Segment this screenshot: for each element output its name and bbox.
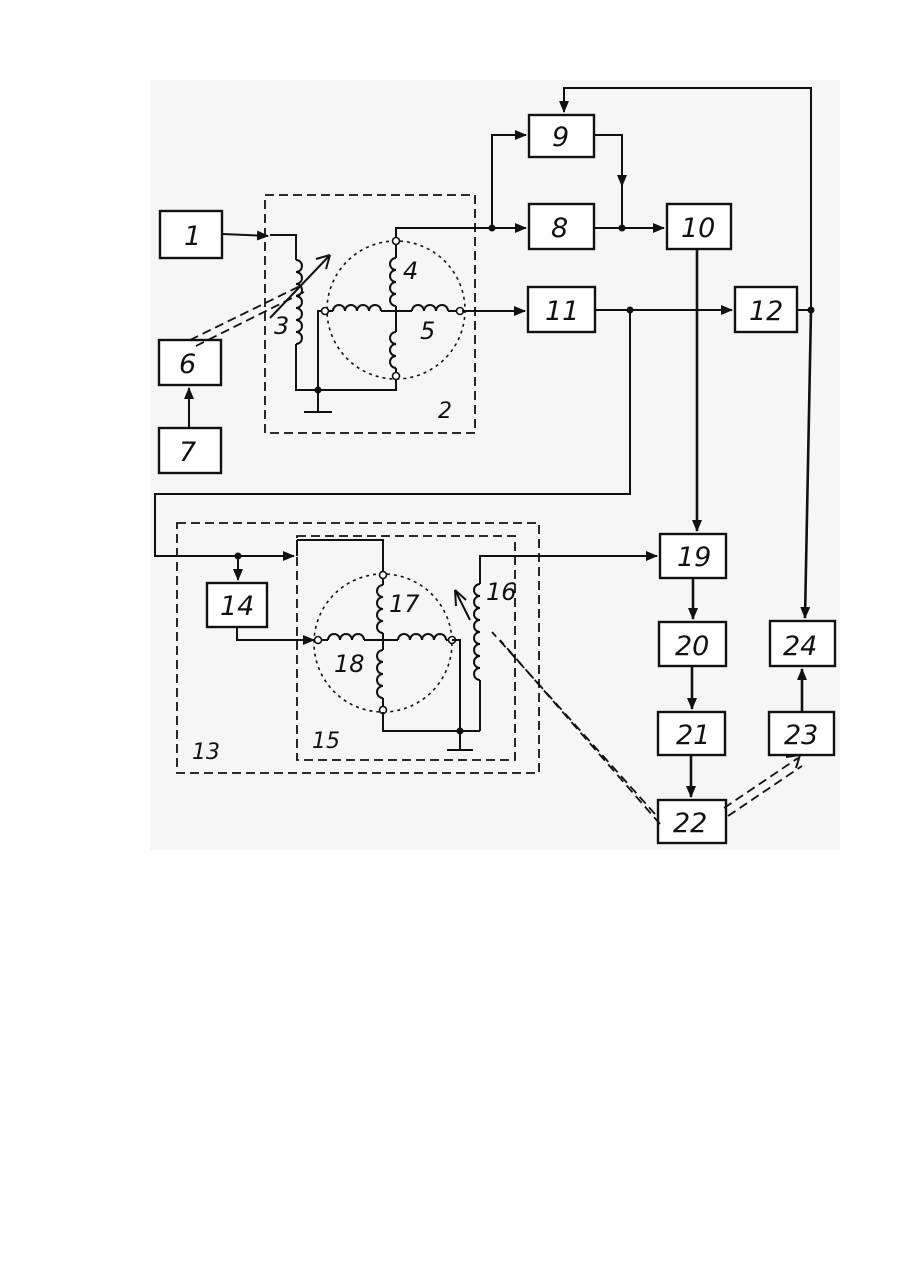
- coil-5-label: 5: [420, 317, 435, 345]
- coil-4-label: 4: [403, 257, 418, 285]
- block-21: 21: [658, 712, 725, 755]
- coil-17-label: 17: [389, 590, 420, 618]
- block-8: 8: [529, 204, 594, 249]
- block-1-label: 1: [184, 221, 201, 252]
- block-14-label: 14: [220, 591, 254, 622]
- block-23: 23: [769, 712, 834, 755]
- block-6: 6: [159, 340, 221, 385]
- block-22-label: 22: [673, 808, 707, 839]
- block-11: 11: [528, 287, 595, 332]
- block-9: 9: [529, 115, 594, 157]
- block-10: 10: [667, 204, 731, 249]
- block-14: 14: [207, 583, 267, 627]
- block-12-label: 12: [749, 296, 783, 327]
- block-11-label: 11: [545, 296, 579, 327]
- block-12: 12: [735, 287, 797, 332]
- block-10-label: 10: [681, 213, 715, 244]
- block-23-label: 23: [784, 720, 818, 751]
- coil-3-label: 3: [274, 312, 289, 340]
- block-24: 24: [770, 621, 835, 666]
- block-20: 20: [659, 622, 726, 666]
- block-9-label: 9: [552, 122, 569, 153]
- block-24-label: 24: [783, 631, 817, 662]
- group-2-label: 2: [438, 399, 452, 424]
- coil-16-label: 16: [486, 578, 517, 606]
- group-13-label: 13: [192, 740, 220, 765]
- block-7: 7: [159, 428, 221, 473]
- group-2-outline: [265, 195, 475, 433]
- upper-resolver: 3 4 5: [270, 235, 465, 412]
- block-19: 19: [660, 534, 726, 578]
- lower-resolver: 16 17 18: [297, 540, 517, 750]
- block-1: 1: [160, 211, 222, 258]
- block-8-label: 8: [551, 213, 568, 244]
- group-15-label: 15: [312, 729, 340, 754]
- group-13-outline: [177, 523, 539, 773]
- group-15-outline: [297, 536, 515, 760]
- coil-18-label: 18: [334, 650, 365, 678]
- block-19-label: 19: [677, 542, 711, 573]
- block-20-label: 20: [675, 631, 709, 662]
- block-21-label: 21: [676, 720, 710, 751]
- block-22: 22: [658, 800, 726, 843]
- block-7-label: 7: [179, 437, 196, 468]
- block-6-label: 6: [179, 349, 196, 380]
